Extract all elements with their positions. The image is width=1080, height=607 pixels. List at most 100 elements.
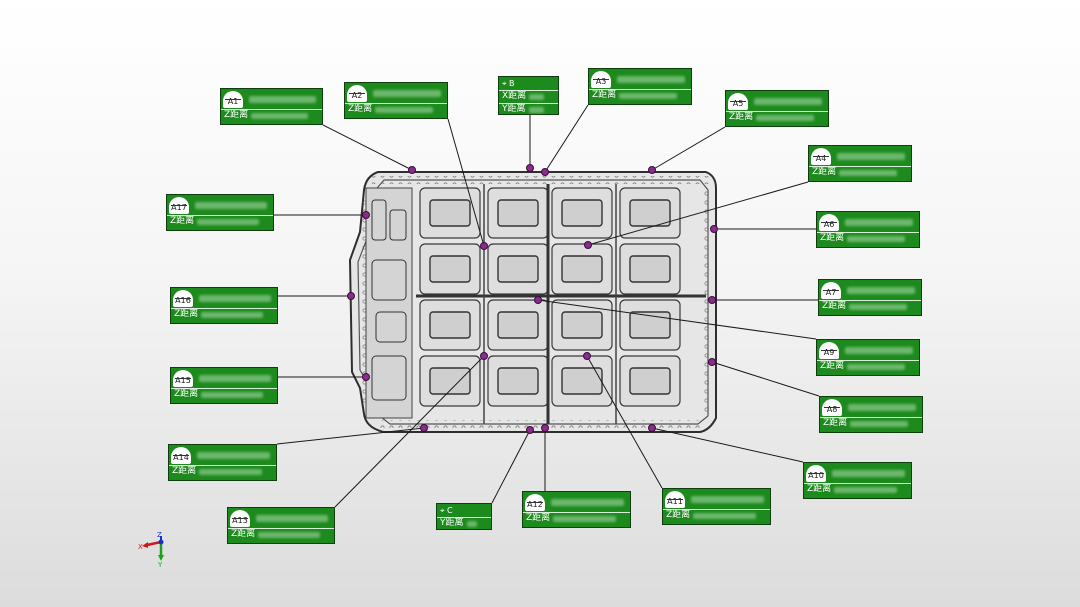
measurement-label: Z距离 — [823, 418, 848, 428]
measure-points — [347, 164, 718, 434]
callout-header: A1 — [221, 89, 322, 110]
measure-point-a15[interactable] — [362, 373, 370, 381]
measure-point-a1[interactable] — [408, 166, 416, 174]
measure-point-a11[interactable] — [583, 352, 591, 360]
redacted-value — [756, 115, 814, 121]
measure-point-a17[interactable] — [362, 211, 370, 219]
redacted-value — [201, 392, 263, 398]
measurement-row: Z距离 — [663, 510, 770, 522]
measurement-row: Z距离 — [171, 389, 277, 401]
redacted-value — [849, 304, 907, 310]
measure-point-a10[interactable] — [648, 424, 656, 432]
leader-line-a13 — [334, 355, 485, 508]
callout-header: A2 — [345, 83, 447, 104]
redacted-value — [375, 107, 433, 113]
measure-point-b[interactable] — [526, 164, 534, 172]
leader-line-a10 — [651, 427, 804, 463]
callout-header: A4 — [809, 146, 911, 167]
datum-B-icon: ⌖ B — [502, 79, 515, 88]
measurement-label: Z距离 — [820, 233, 845, 243]
point-id-badge: A5 — [728, 93, 748, 110]
callout-header: A8 — [820, 397, 922, 418]
redacted-text — [848, 404, 916, 411]
axis-z-label: Z — [157, 531, 162, 539]
measurement-row: Z距离 — [809, 167, 911, 179]
axis-triad: Z X Y — [138, 531, 164, 569]
redacted-value — [847, 236, 905, 242]
battery-tray-model — [348, 171, 717, 433]
leader-line-a3 — [544, 104, 589, 173]
measurement-label: Z距离 — [812, 167, 837, 177]
measure-point-a4[interactable] — [584, 241, 592, 249]
measure-point-a2[interactable] — [480, 242, 488, 250]
point-id-badge: A3 — [591, 71, 611, 88]
redacted-value — [850, 421, 908, 427]
redacted-text — [199, 375, 271, 382]
measure-point-a13[interactable] — [480, 352, 488, 360]
measurement-row: Z距离 — [820, 418, 922, 430]
measure-point-c[interactable] — [526, 426, 534, 434]
cell-grid — [419, 187, 681, 407]
point-id-badge: A2 — [347, 85, 367, 102]
measurement-label: Z距离 — [231, 529, 256, 539]
redacted-text — [845, 219, 913, 226]
measurement-label: Z距离 — [666, 510, 691, 520]
redacted-text — [195, 202, 267, 209]
redacted-value — [199, 469, 262, 475]
point-id-badge: A7 — [821, 282, 841, 299]
redacted-value — [553, 516, 616, 522]
measure-point-a9[interactable] — [534, 296, 542, 304]
measurement-row: Z距离 — [345, 104, 447, 116]
callout-header: A13 — [228, 508, 334, 529]
redacted-value — [529, 94, 544, 100]
point-id-badge: A12 — [525, 494, 545, 511]
redacted-text — [373, 90, 441, 97]
measure-point-a3[interactable] — [541, 168, 549, 176]
redacted-value — [258, 532, 320, 538]
measure-point-a16[interactable] — [347, 292, 355, 300]
callout-header: A17 — [167, 195, 273, 216]
measurement-row: Z距离 — [523, 513, 630, 525]
measurement-label: Z距离 — [820, 361, 845, 371]
measurement-row: Z距离 — [804, 484, 911, 496]
axis-x-label: X — [138, 543, 143, 551]
measurement-row: Z距离 — [817, 233, 919, 245]
leader-lines — [274, 104, 820, 508]
callout-header: A9 — [817, 340, 919, 361]
redacted-value — [197, 219, 259, 225]
measure-point-a7[interactable] — [708, 296, 716, 304]
measure-point-a5[interactable] — [648, 166, 656, 174]
redacted-value — [467, 521, 477, 527]
measurement-label: Z距离 — [526, 513, 551, 523]
measurement-row: Y距离 — [437, 517, 491, 530]
point-id-badge: A14 — [171, 447, 191, 464]
callout-header: A3 — [589, 69, 691, 90]
measure-point-a12[interactable] — [541, 424, 549, 432]
measure-point-a6[interactable] — [710, 225, 718, 233]
measure-point-a14[interactable] — [420, 424, 428, 432]
measurement-label: Z距离 — [174, 309, 199, 319]
measure-point-a8[interactable] — [708, 358, 716, 366]
measurement-label: Z距离 — [174, 389, 199, 399]
